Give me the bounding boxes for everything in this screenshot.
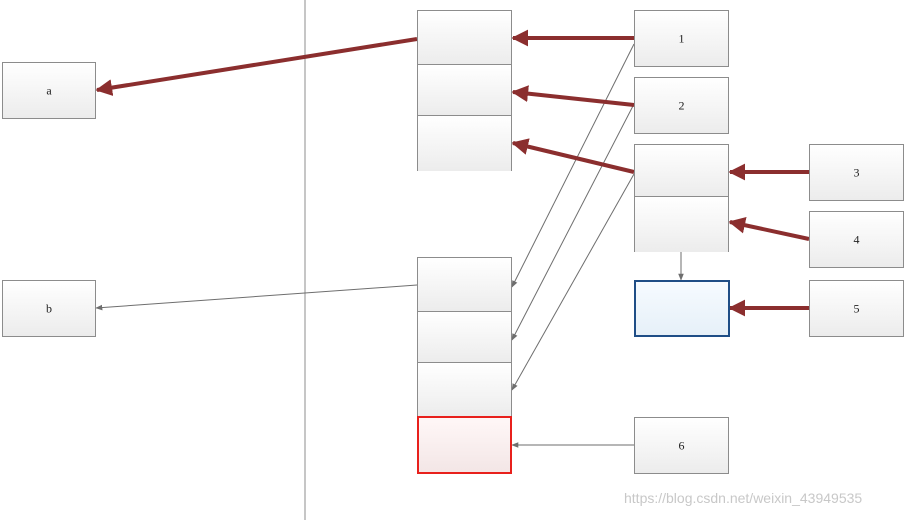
lower-stack-cell-3 bbox=[418, 362, 511, 417]
upper-stack-cell-1 bbox=[418, 10, 511, 64]
blue-highlight-box bbox=[634, 280, 730, 337]
upper-stack-cell-2 bbox=[418, 64, 511, 115]
node-b: b bbox=[2, 280, 96, 337]
node-3: 3 bbox=[809, 144, 904, 201]
watermark-text: https://blog.csdn.net/weixin_43949535 bbox=[624, 490, 863, 506]
upper-stack bbox=[417, 10, 512, 171]
node-6: 6 bbox=[634, 417, 729, 474]
node-b-label: b bbox=[46, 301, 52, 315]
lower-stack-cell-1 bbox=[418, 257, 511, 311]
node-4-label: 4 bbox=[853, 232, 860, 246]
node-4: 4 bbox=[809, 211, 904, 268]
node-3-label: 3 bbox=[853, 165, 860, 179]
arrow-2-to-lower-cell-2 bbox=[511, 103, 635, 341]
arrow-stack-to-upper-cell-3 bbox=[511, 138, 635, 174]
node-2: 2 bbox=[634, 77, 729, 134]
arrow-lower-stack-to-b bbox=[95, 284, 418, 311]
lower-stack-cell-2 bbox=[418, 311, 511, 362]
node-a-label: a bbox=[46, 83, 52, 97]
arrow-upper-stack-to-a bbox=[95, 37, 418, 96]
arrow-1-to-lower-cell-1 bbox=[511, 43, 635, 288]
upper-stack-cell-3 bbox=[418, 115, 511, 171]
arrow-3-to-lower-cell-3 bbox=[511, 173, 635, 391]
right-stack bbox=[634, 144, 729, 252]
right-stack-cell-2 bbox=[635, 196, 728, 252]
arrow-4-to-stack-cell-2 bbox=[728, 216, 810, 241]
node-2-label: 2 bbox=[678, 98, 685, 112]
node-1-label: 1 bbox=[678, 31, 685, 45]
lower-stack bbox=[417, 257, 512, 417]
node-a: a bbox=[2, 62, 96, 119]
node-6-label: 6 bbox=[678, 438, 685, 452]
node-1: 1 bbox=[634, 10, 729, 67]
red-highlight-cell bbox=[417, 416, 512, 474]
node-5: 5 bbox=[809, 280, 904, 337]
node-5-label: 5 bbox=[853, 301, 860, 315]
arrow-2-to-upper-cell-2 bbox=[511, 85, 635, 107]
right-stack-cell-1 bbox=[635, 144, 728, 196]
